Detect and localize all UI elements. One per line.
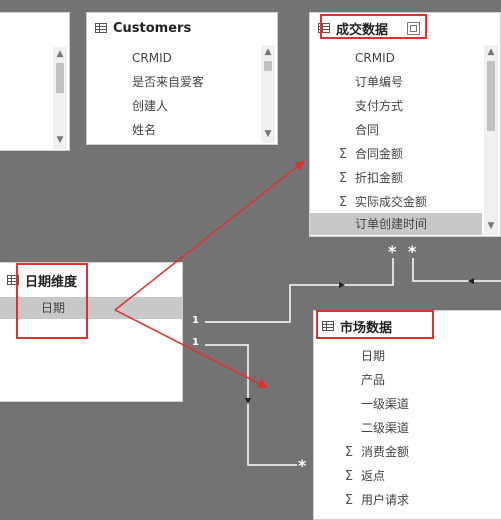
field-label: 二级渠道 [361, 421, 410, 435]
sigma-icon: Σ [344, 469, 354, 484]
scroll-down-icon[interactable]: ▼ [487, 221, 495, 231]
customers-table-card[interactable]: Customers CRMID 是否来自爱客 创建人 姓名 ▲ ▼ [86, 12, 278, 145]
cardinality-one: 1 [192, 337, 199, 348]
field-row-selected[interactable]: 订单创建时间 [310, 213, 482, 235]
field-row[interactable]: 合同 [355, 119, 379, 141]
date-dim-table-title: 日期维度 [25, 274, 78, 290]
cardinality-many: * [408, 242, 417, 261]
field-row[interactable]: 折扣金额 [355, 167, 403, 189]
date-dim-table-card[interactable]: 日期维度 日期 [0, 262, 183, 402]
field-label: 日期 [41, 301, 66, 315]
field-row[interactable]: 姓名 [132, 123, 157, 137]
field-row[interactable]: 创建人 [132, 99, 169, 113]
field-label: 合同 [355, 123, 380, 137]
field-label: 用户请求 [361, 493, 410, 507]
field-label: 支付方式 [355, 99, 404, 113]
cardinality-one: 1 [192, 315, 199, 326]
field-row[interactable]: 合同金额 [355, 143, 403, 165]
field-label: 订单创建时间 [355, 217, 428, 231]
collapse-icon[interactable] [407, 22, 420, 35]
table-icon [95, 23, 107, 33]
table-icon [7, 275, 19, 285]
relationship-line [205, 344, 297, 466]
field-row[interactable]: 返点 [361, 465, 385, 487]
field-row[interactable]: 用户请求 [361, 489, 409, 511]
field-label: 消费金额 [361, 445, 410, 459]
scroll-down-icon[interactable]: ▼ [264, 129, 272, 139]
scroll-thumb[interactable] [56, 63, 64, 93]
sigma-icon: Σ [338, 171, 348, 186]
market-table-card[interactable]: 市场数据 日期 产品 一级渠道 二级渠道 Σ 消费金额 Σ 返点 Σ 用户请求 [313, 310, 501, 520]
left-table-card[interactable]: ▲ ▼ [0, 12, 70, 151]
field-row[interactable]: 消费金额 [361, 441, 409, 463]
table-icon [322, 321, 334, 331]
field-row[interactable]: 支付方式 [355, 95, 403, 117]
field-row[interactable]: 实际成交金额 [355, 191, 427, 213]
deals-table-title: 成交数据 [336, 22, 389, 38]
field-label: 实际成交金额 [355, 195, 428, 209]
deals-scrollbar[interactable]: ▲ ▼ [484, 45, 498, 235]
direction-marker [339, 282, 345, 288]
direction-marker [468, 278, 474, 284]
market-table-header[interactable]: 市场数据 [314, 311, 501, 341]
left-table-scrollbar[interactable]: ▲ ▼ [53, 47, 67, 149]
field-row[interactable]: 是否来自爱客 [132, 75, 205, 89]
sigma-icon: Σ [338, 147, 348, 162]
sigma-icon: Σ [338, 195, 348, 210]
field-row[interactable]: 一级渠道 [361, 393, 409, 415]
customers-table-header[interactable]: Customers [87, 13, 277, 43]
scroll-thumb[interactable] [264, 61, 272, 71]
field-row[interactable]: 二级渠道 [361, 417, 409, 439]
customers-table-title: Customers [113, 20, 192, 36]
field-label: CRMID [355, 51, 395, 65]
market-table-title: 市场数据 [340, 320, 393, 336]
scroll-down-icon[interactable]: ▼ [56, 135, 64, 145]
scroll-up-icon[interactable]: ▲ [264, 47, 272, 57]
field-label: 折扣金额 [355, 171, 404, 185]
cardinality-many: * [298, 456, 307, 475]
field-label: 订单编号 [355, 75, 404, 89]
deals-table-header[interactable]: 成交数据 [310, 13, 500, 43]
field-row[interactable]: 产品 [361, 369, 385, 391]
field-row[interactable]: CRMID [355, 47, 395, 69]
field-row[interactable]: 日期 [361, 345, 385, 367]
field-row-selected[interactable]: 日期 [0, 297, 182, 319]
field-row[interactable]: 订单编号 [355, 71, 403, 93]
field-row[interactable]: CRMID [132, 51, 172, 65]
relationship-line [412, 258, 501, 282]
sigma-icon: Σ [344, 445, 354, 460]
sigma-icon: Σ [344, 493, 354, 508]
date-dim-table-header[interactable]: 日期维度 [0, 263, 182, 297]
scroll-up-icon[interactable]: ▲ [56, 49, 64, 59]
scroll-thumb[interactable] [487, 61, 495, 131]
field-label: 日期 [361, 349, 386, 363]
field-label: 返点 [361, 469, 386, 483]
deals-table-card[interactable]: 成交数据 CRMID 订单编号 支付方式 合同 Σ 合同金额 Σ 折扣金额 Σ … [309, 12, 501, 237]
field-label: 一级渠道 [361, 397, 410, 411]
field-label: 合同金额 [355, 147, 404, 161]
table-icon [318, 23, 330, 33]
field-label: 产品 [361, 373, 386, 387]
customers-scrollbar[interactable]: ▲ ▼ [261, 45, 275, 143]
scroll-up-icon[interactable]: ▲ [487, 47, 495, 57]
direction-marker [245, 398, 251, 404]
cardinality-many: * [388, 242, 397, 261]
